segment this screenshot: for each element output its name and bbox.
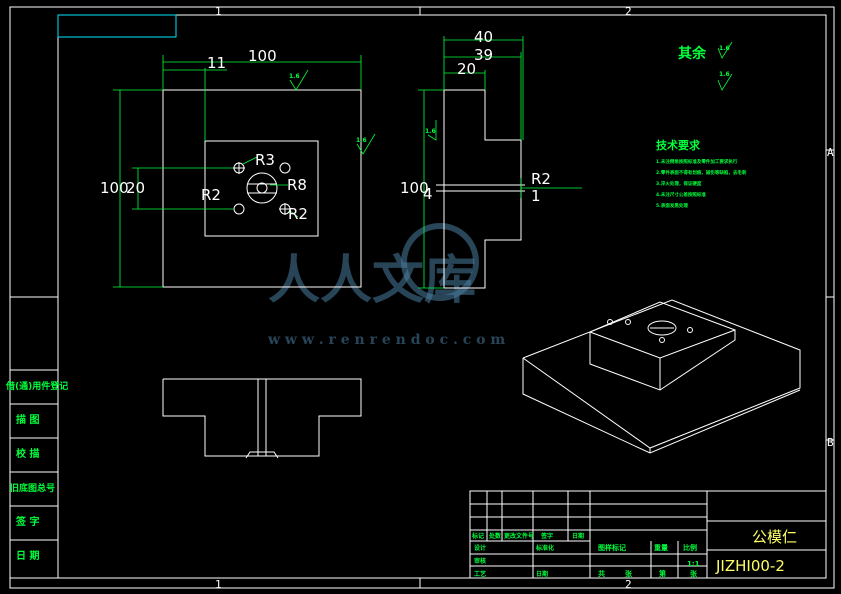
dim-side-20: 20 bbox=[457, 60, 476, 78]
roughness-symbol: 1.6 bbox=[425, 120, 437, 141]
cell-design: 设计 bbox=[474, 544, 486, 552]
dim-side-4: 4 bbox=[423, 185, 433, 203]
cell-date: 日期 bbox=[572, 532, 584, 540]
cell-ratio: 比例 bbox=[683, 543, 697, 552]
zone-right-b: B bbox=[827, 436, 834, 449]
watermark: 人人文库 w w w . r e n r e n d o c . c o m bbox=[267, 223, 505, 348]
dim-r8: R8 bbox=[287, 176, 307, 194]
roughness-symbol: 1.6 bbox=[717, 41, 733, 59]
cell-sheet-unit: 张 bbox=[625, 569, 633, 578]
cell-change-no: 更改文件号 bbox=[504, 532, 534, 540]
top-view bbox=[113, 55, 362, 288]
cell-page: 第 bbox=[659, 569, 666, 578]
cell-process: 工艺 bbox=[474, 570, 486, 578]
dim-top-height: 100 bbox=[100, 179, 129, 197]
svg-text:1.6: 1.6 bbox=[719, 45, 730, 52]
cell-review: 审核 bbox=[474, 557, 486, 565]
cell-date2: 日期 bbox=[536, 570, 548, 578]
svg-text:1.6: 1.6 bbox=[425, 128, 436, 135]
front-section-view bbox=[162, 378, 362, 459]
cell-standardization: 标准化 bbox=[535, 544, 554, 552]
strip-label-4: 旧底图总号 bbox=[10, 482, 55, 494]
cell-weight: 重量 bbox=[654, 543, 668, 552]
roughness-symbol: 1.6 bbox=[717, 71, 733, 91]
dim-r2-left: R2 bbox=[201, 186, 221, 204]
cell-page-unit: 张 bbox=[690, 569, 698, 578]
isometric-view bbox=[522, 299, 801, 454]
strip-label-1: 借(通)用件登记 bbox=[5, 380, 68, 392]
dim-top-offset: 11 bbox=[207, 54, 226, 72]
roughness-symbol: 1.6 bbox=[356, 133, 376, 155]
roughness-symbol: 1.6 bbox=[289, 69, 309, 91]
code-box-topleft bbox=[57, 14, 177, 38]
zone-bottom-1: 1 bbox=[215, 578, 222, 591]
zone-right-a: A bbox=[827, 146, 834, 159]
strip-label-5: 签 字 bbox=[15, 515, 39, 528]
dim-top-width: 100 bbox=[248, 47, 277, 65]
dim-r3: R3 bbox=[255, 151, 275, 169]
side-view bbox=[418, 36, 582, 289]
dim-side-39: 39 bbox=[474, 46, 493, 64]
cell-stage-mark: 图样标记 bbox=[598, 543, 626, 552]
left-strip bbox=[9, 369, 59, 579]
watermark-url: w w w . r e n r e n d o c . c o m bbox=[267, 332, 505, 348]
strip-label-6: 日 期 bbox=[16, 549, 39, 562]
tech-line-3: 3.淬火处理，保证硬度 bbox=[656, 180, 702, 187]
watermark-text: 人人文库 bbox=[268, 250, 476, 311]
cell-sign: 签字 bbox=[540, 532, 553, 540]
drawing-name: 公模仁 bbox=[752, 528, 797, 546]
dim-side-1: 1 bbox=[531, 187, 541, 205]
cell-count: 处数 bbox=[488, 532, 502, 540]
tech-line-2: 2.零件表面不得有划痕、碰伤等缺陷，去毛刺 bbox=[656, 169, 747, 176]
tech-line-1: 1.未注倒角按照标准及零件加工要求执行 bbox=[656, 158, 738, 165]
svg-text:1.6: 1.6 bbox=[356, 137, 367, 144]
dim-side-100: 100 bbox=[400, 179, 429, 197]
zone-top-2: 2 bbox=[625, 5, 632, 18]
zone-bottom-2: 2 bbox=[625, 578, 632, 591]
zone-top-1: 1 bbox=[215, 5, 222, 18]
svg-text:1.6: 1.6 bbox=[289, 73, 300, 80]
tech-line-5: 5.表面发黑处理 bbox=[656, 202, 688, 209]
dim-side-r2: R2 bbox=[531, 170, 551, 188]
drawing-code: JIZHI00-2 bbox=[715, 557, 785, 575]
strip-label-2: 描 图 bbox=[16, 413, 39, 426]
scale-value: 1:1 bbox=[687, 560, 700, 568]
dim-side-40: 40 bbox=[474, 28, 493, 46]
cell-mark: 标记 bbox=[471, 532, 484, 540]
dim-r2-right: R2 bbox=[288, 205, 308, 223]
cell-total: 共 bbox=[598, 569, 605, 578]
sheet-frame bbox=[9, 6, 835, 589]
strip-label-3: 校 描 bbox=[16, 447, 39, 460]
dim-pocket-height: 20 bbox=[126, 179, 145, 197]
svg-text:1.6: 1.6 bbox=[719, 71, 730, 78]
note-remaining: 其余 bbox=[678, 45, 707, 62]
tech-line-4: 4.未注尺寸公差按照标准 bbox=[656, 191, 706, 198]
title-block bbox=[469, 490, 827, 579]
tech-requirements-title: 技术要求 bbox=[656, 138, 701, 152]
